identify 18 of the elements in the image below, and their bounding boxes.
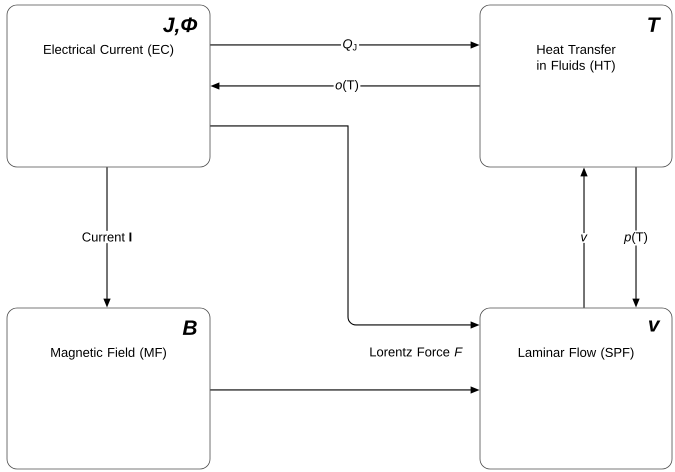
variable-symbol: v (648, 320, 660, 332)
variable-symbol: B (182, 320, 197, 335)
edge-label: o(T) (334, 78, 360, 94)
edge-label: Q$_{J}$ (340, 38, 360, 52)
edge-label: Current I (80, 230, 134, 244)
process-box (480, 4, 672, 168)
box-label: Laminar Flow (SPF) (518, 348, 634, 360)
box-label: Magnetic Field (MF) (51, 348, 166, 360)
edge-label: v (578, 233, 590, 243)
process-box (480, 308, 672, 470)
edge-label: Lorentz Force F (370, 347, 463, 356)
box-label: Heat Transfer in Fluids (HT) (537, 44, 616, 72)
edge-label: p(T) (622, 230, 650, 246)
variable-symbol: J,Φ (163, 18, 198, 36)
variable-symbol: T (648, 18, 661, 32)
process-box (6, 308, 210, 470)
box-label: Electrical Current (EC) (44, 44, 174, 57)
process-box (6, 4, 210, 168)
